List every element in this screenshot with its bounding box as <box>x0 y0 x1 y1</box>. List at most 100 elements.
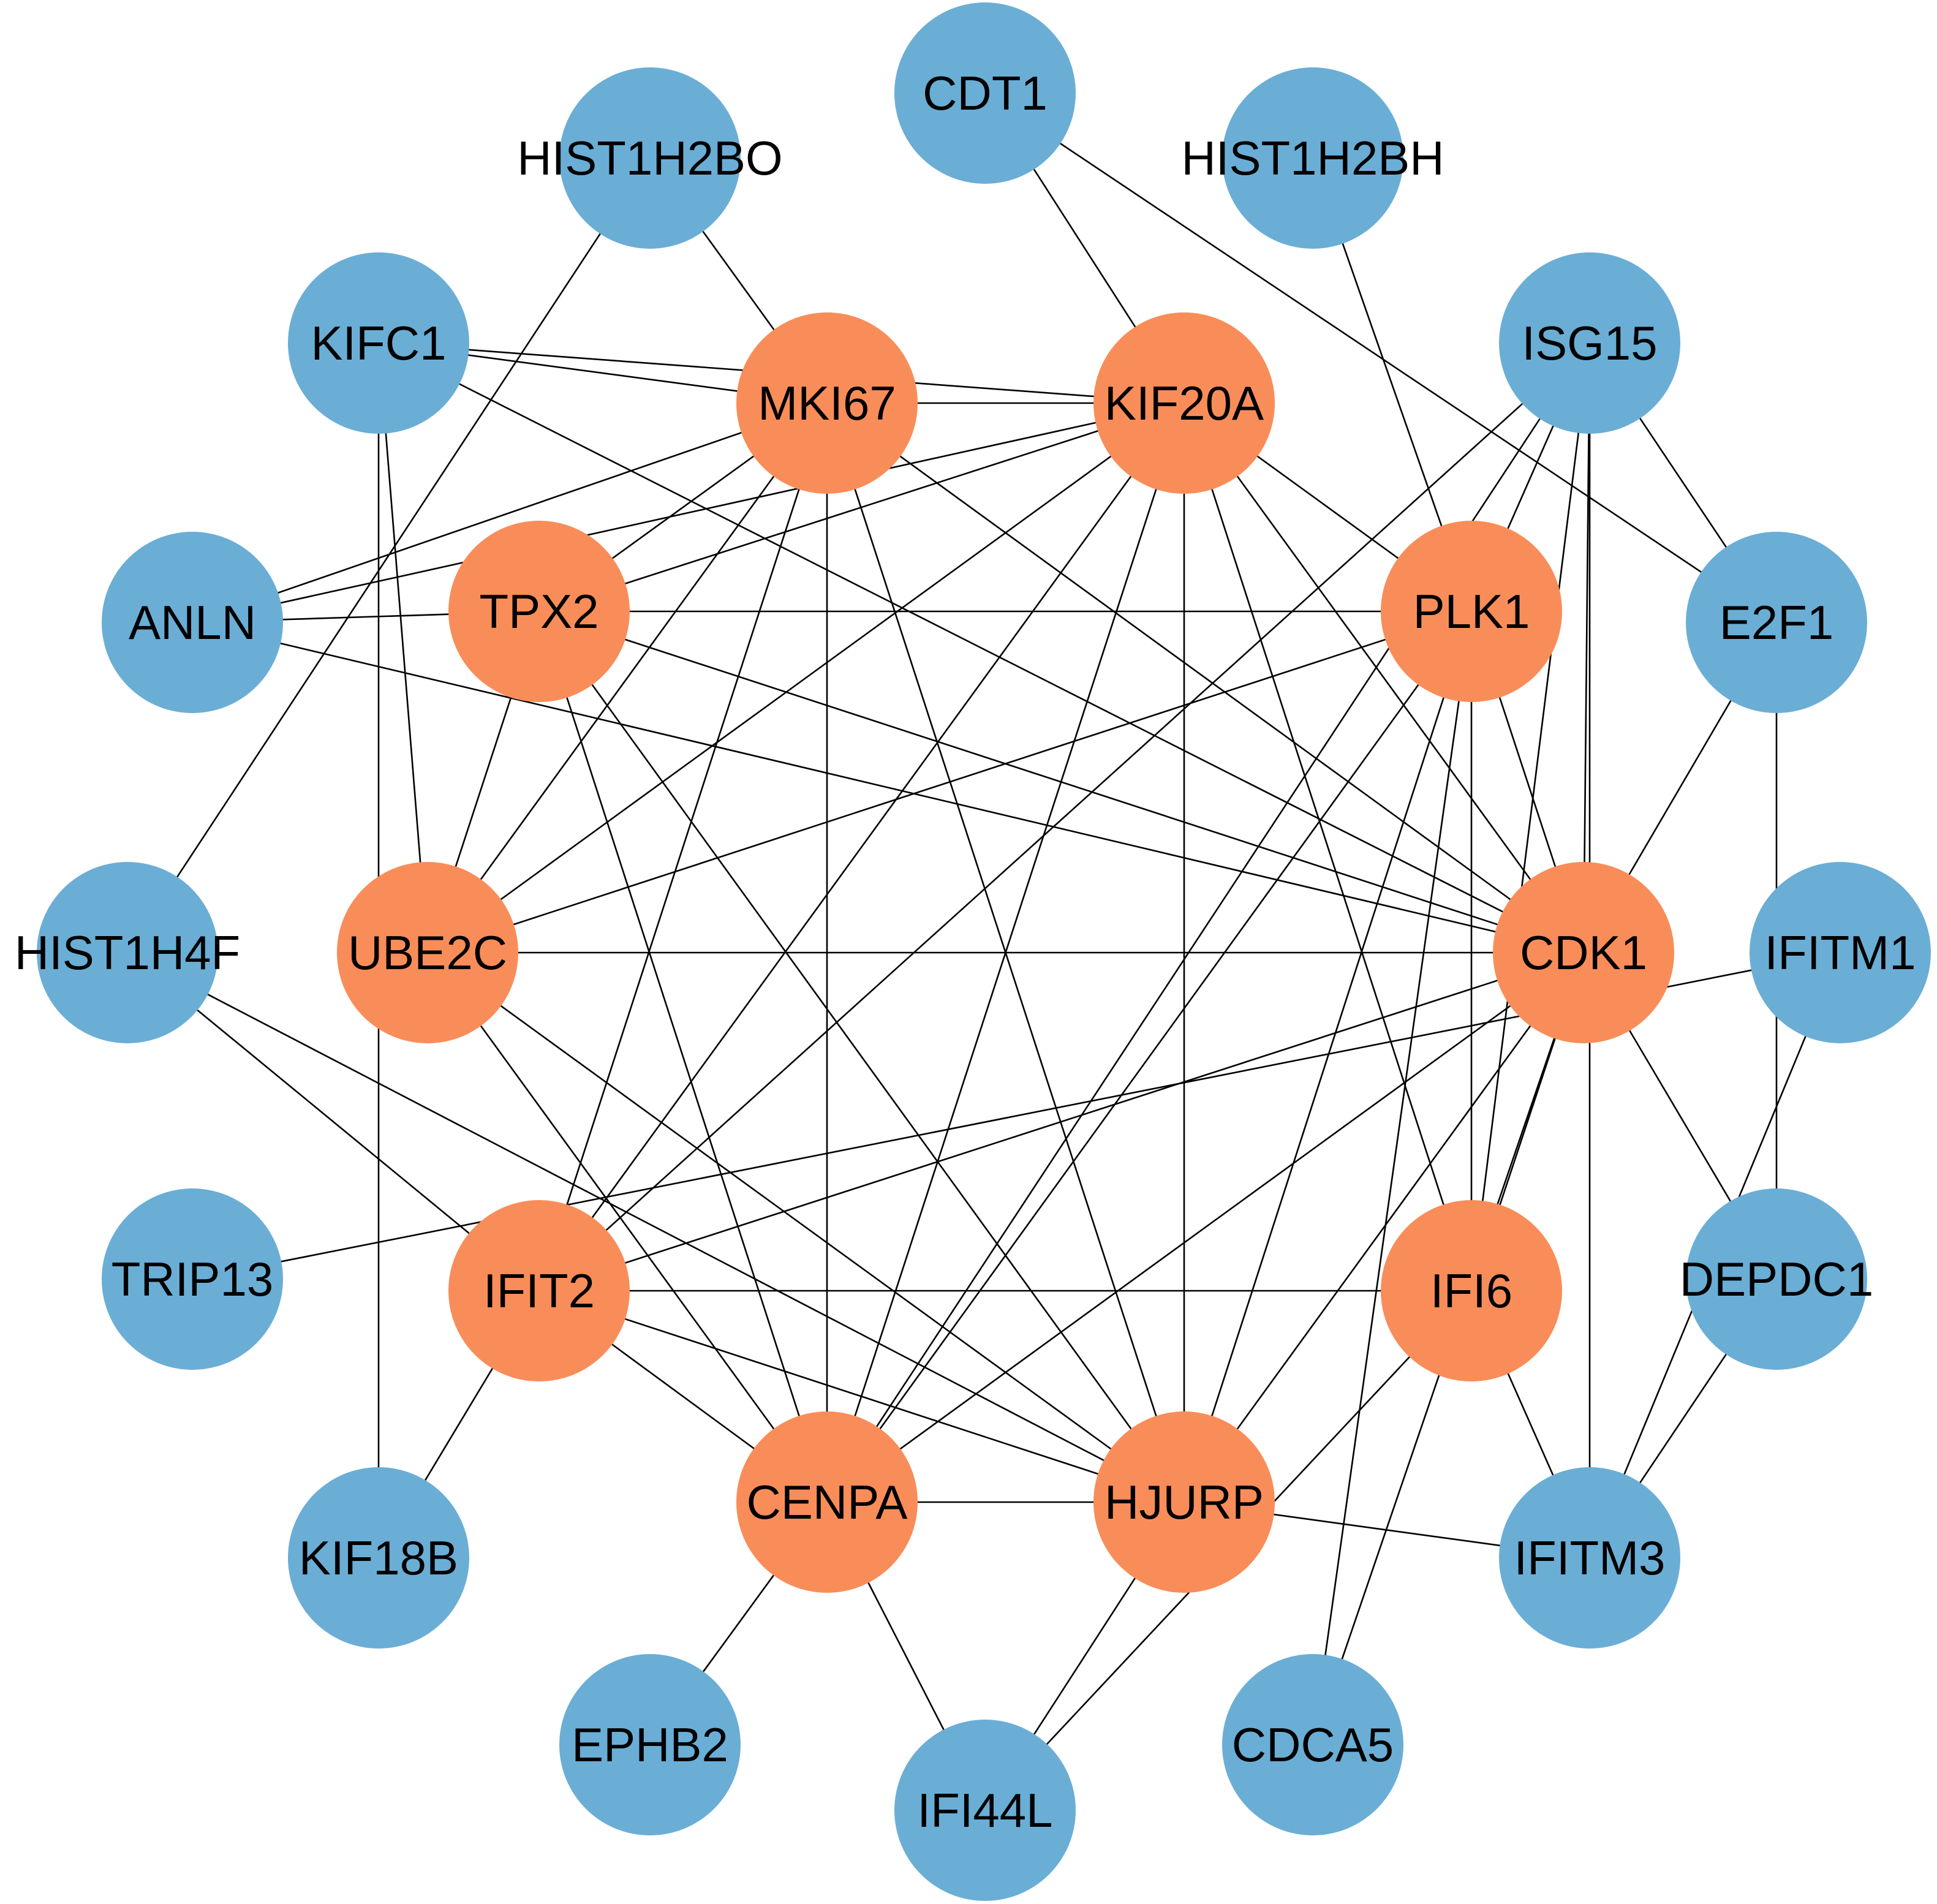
node-anln: ANLN <box>102 532 283 713</box>
node-circle-kif18b <box>288 1467 469 1649</box>
node-circle-ifitm3 <box>1499 1467 1680 1649</box>
node-ifi6: IFI6 <box>1381 1200 1562 1381</box>
node-circle-isg15 <box>1499 252 1680 434</box>
node-label-ifit2: IFIT2 <box>483 1264 595 1318</box>
node-label-ube2c: UBE2C <box>348 926 507 980</box>
node-circle-trip13 <box>102 1188 283 1370</box>
node-hjurp: HJURP <box>1093 1411 1275 1593</box>
node-circle-kifc1 <box>288 252 469 434</box>
node-label-depdc1: DEPDC1 <box>1680 1252 1873 1306</box>
node-label-ephb2: EPHB2 <box>572 1718 728 1772</box>
edge-tpx2-cdk1 <box>538 610 1584 954</box>
edge-isg15-ifit2 <box>538 342 1590 1291</box>
node-circle-hist1h2bh <box>1222 67 1403 249</box>
node-label-hist1h4f: HIST1H4F <box>15 926 240 980</box>
edge-anln-kif20a <box>192 402 1185 624</box>
node-ifitm3: IFITM3 <box>1499 1467 1680 1649</box>
node-isg15: ISG15 <box>1499 252 1680 434</box>
node-label-trip13: TRIP13 <box>111 1252 273 1306</box>
node-circle-hjurp <box>1093 1411 1275 1593</box>
edge-mki67-ube2c <box>426 402 828 953</box>
node-ube2c: UBE2C <box>337 862 518 1043</box>
edge-anln-mki67 <box>192 402 828 624</box>
node-circle-hist1h2bo <box>559 67 741 249</box>
edge-cdt1-e2f1 <box>984 92 1777 624</box>
edge-ube2c-cenpa <box>426 952 828 1503</box>
node-label-ifitm1: IFITM1 <box>1765 926 1916 980</box>
node-trip13: TRIP13 <box>102 1188 283 1370</box>
node-circle-cdk1 <box>1493 862 1674 1043</box>
node-ifitm1: IFITM1 <box>1750 862 1931 1043</box>
edge-plk1-ube2c <box>427 610 1472 954</box>
node-hist1h4f: HIST1H4F <box>15 862 240 1043</box>
node-label-kif20a: KIF20A <box>1104 376 1264 430</box>
node-label-hist1h2bo: HIST1H2BO <box>517 131 782 185</box>
node-circle-anln <box>102 532 283 713</box>
node-kif18b: KIF18B <box>288 1467 469 1649</box>
edge-cdk1-hjurp <box>1183 952 1585 1503</box>
node-label-cdca5: CDCA5 <box>1232 1718 1394 1772</box>
node-circle-ephb2 <box>559 1654 741 1835</box>
edge-cdca5-plk1 <box>1312 611 1473 1745</box>
node-label-hist1h2bh: HIST1H2BH <box>1181 131 1444 185</box>
node-cdk1: CDK1 <box>1493 862 1674 1043</box>
edge-plk1-cenpa <box>826 611 1473 1503</box>
edge-kif20a-cdk1 <box>1183 402 1585 953</box>
node-circle-e2f1 <box>1686 532 1867 713</box>
node-circle-cenpa <box>736 1411 918 1593</box>
node-tpx2: TPX2 <box>448 521 630 702</box>
node-label-hjurp: HJURP <box>1104 1475 1264 1529</box>
node-plk1: PLK1 <box>1381 521 1562 702</box>
node-label-mki67: MKI67 <box>758 376 896 430</box>
node-label-tpx2: TPX2 <box>479 584 598 638</box>
edge-cdk1-ifit2 <box>538 951 1584 1292</box>
node-ifit2: IFIT2 <box>448 1200 630 1381</box>
edge-isg15-ifi6 <box>1470 342 1591 1291</box>
edge-ube2c-hjurp <box>427 951 1185 1503</box>
node-kifc1: KIFC1 <box>288 252 469 434</box>
edge-kif20a-ifi6 <box>1183 402 1473 1291</box>
node-circle-ube2c <box>337 862 518 1043</box>
node-circle-mki67 <box>736 312 918 494</box>
node-label-cdk1: CDK1 <box>1520 926 1647 980</box>
node-circle-depdc1 <box>1686 1188 1867 1370</box>
node-circle-ifitm1 <box>1750 862 1931 1043</box>
node-label-anln: ANLN <box>129 595 256 649</box>
edge-mki67-ifit2 <box>538 402 828 1291</box>
edge-isg15-cdk1 <box>1582 342 1591 953</box>
node-label-ifi44l: IFI44L <box>917 1783 1052 1837</box>
node-kif20a: KIF20A <box>1093 312 1275 494</box>
edge-kif20a-ube2c <box>427 402 1185 954</box>
node-label-cdt1: CDT1 <box>923 66 1048 120</box>
edge-cdk1-cenpa <box>826 951 1584 1503</box>
edge-tpx2-cenpa <box>538 611 828 1503</box>
node-hist1h2bo: HIST1H2BO <box>517 67 783 249</box>
edge-mki67-cdk1 <box>826 402 1584 954</box>
node-depdc1: DEPDC1 <box>1680 1188 1873 1370</box>
node-label-plk1: PLK1 <box>1413 584 1530 638</box>
node-circle-cdt1 <box>894 2 1076 184</box>
node-circle-plk1 <box>1381 521 1562 702</box>
node-cdca5: CDCA5 <box>1222 1654 1403 1835</box>
node-circle-cdca5 <box>1222 1654 1403 1835</box>
node-circle-ifi6 <box>1381 1200 1562 1381</box>
node-circle-ifit2 <box>448 1200 630 1381</box>
node-label-ifi6: IFI6 <box>1430 1264 1512 1318</box>
node-mki67: MKI67 <box>736 312 918 494</box>
node-label-ifitm3: IFITM3 <box>1514 1531 1666 1585</box>
node-circle-hist1h4f <box>37 862 218 1043</box>
node-ifi44l: IFI44L <box>894 1720 1076 1901</box>
node-hist1h2bh: HIST1H2BH <box>1181 67 1444 249</box>
edge-kifc1-cdk1 <box>378 342 1584 954</box>
node-ephb2: EPHB2 <box>559 1654 741 1835</box>
edge-tpx2-hjurp <box>538 611 1185 1503</box>
node-cenpa: CENPA <box>736 1411 918 1593</box>
node-label-e2f1: E2F1 <box>1720 595 1833 649</box>
node-label-kif18b: KIF18B <box>299 1531 458 1585</box>
edge-ifit2-hjurp <box>538 1290 1185 1503</box>
node-label-kifc1: KIFC1 <box>311 316 446 370</box>
node-circle-tpx2 <box>448 521 630 702</box>
edge-kif20a-tpx2 <box>538 402 1185 613</box>
edge-kif20a-ifit2 <box>538 402 1185 1291</box>
